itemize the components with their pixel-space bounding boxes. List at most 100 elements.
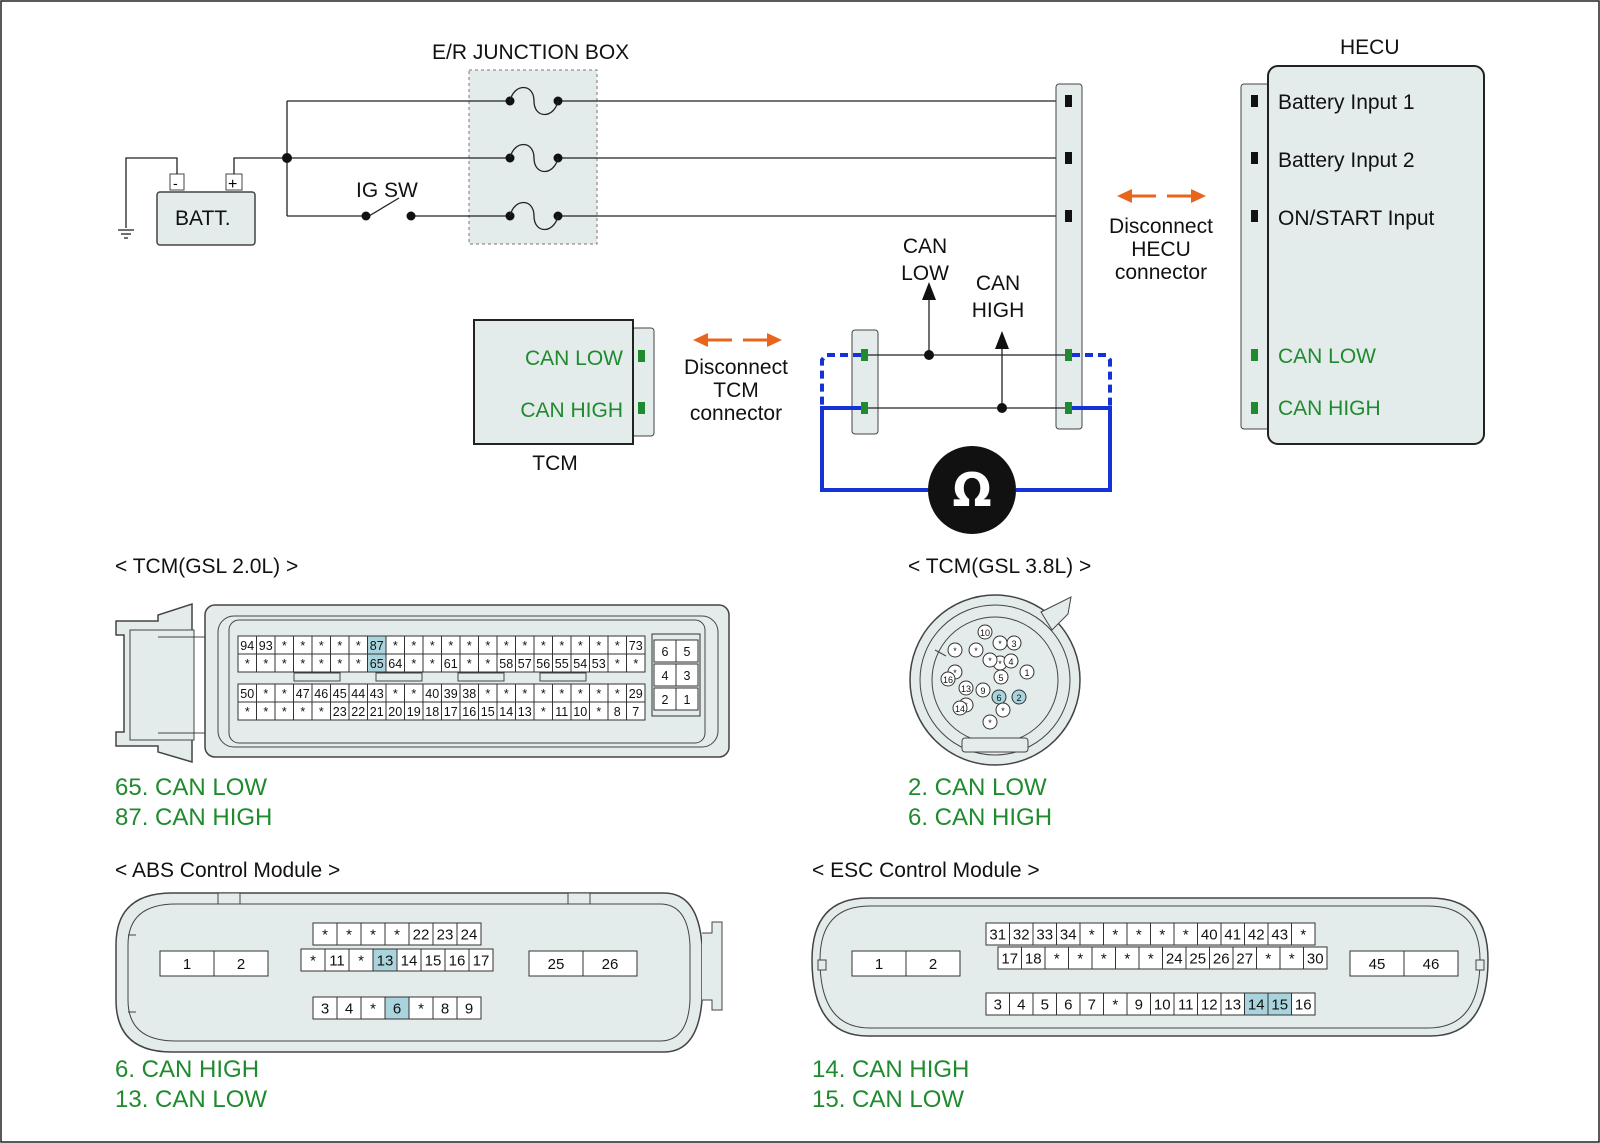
pin-label: * bbox=[522, 687, 527, 701]
pin-label: 17 bbox=[1001, 951, 1018, 968]
pin-label: 14 bbox=[1248, 997, 1265, 1014]
disconnect-hecu-text: connector bbox=[1115, 261, 1207, 284]
pin-label: 58 bbox=[499, 657, 513, 671]
pin-label: 6 bbox=[662, 645, 669, 659]
pin-label: 1 bbox=[875, 956, 883, 973]
pin-label: 43 bbox=[370, 687, 384, 701]
arrow-up-icon bbox=[922, 282, 936, 300]
pin-cell bbox=[1291, 992, 1316, 1016]
pin-label: 32 bbox=[1013, 927, 1030, 944]
esc-title: < ESC Control Module > bbox=[812, 859, 1040, 882]
tcm-pin-marker bbox=[638, 350, 645, 362]
pin-label: * bbox=[263, 705, 268, 719]
esc-caption: 15. CAN LOW bbox=[812, 1086, 964, 1113]
tcm-harness-connector[interactable] bbox=[851, 329, 879, 435]
esc-caption: 14. CAN HIGH bbox=[812, 1056, 969, 1083]
power-wires bbox=[233, 100, 1061, 217]
pin-label: * bbox=[467, 639, 472, 653]
pin-label: 13 bbox=[518, 705, 532, 719]
round-pin-label: 3 bbox=[1011, 639, 1016, 649]
pin-label: 94 bbox=[240, 639, 254, 653]
pin-label: * bbox=[411, 687, 416, 701]
tcm-pin-label: CAN HIGH bbox=[520, 399, 623, 422]
pin-label: 1 bbox=[684, 693, 691, 707]
pin-label: 61 bbox=[444, 657, 458, 671]
hecu-connector[interactable] bbox=[1240, 83, 1270, 430]
pin-label: * bbox=[319, 705, 324, 719]
pin-label: 43 bbox=[1271, 927, 1288, 944]
tcm-connector[interactable] bbox=[631, 327, 655, 437]
pin-cell bbox=[626, 701, 646, 721]
pin-label: * bbox=[615, 639, 620, 653]
pin-cell bbox=[851, 950, 907, 977]
hecu-harness-connector[interactable] bbox=[1055, 83, 1083, 430]
pin-label: 16 bbox=[449, 953, 466, 970]
fuse-icon bbox=[505, 86, 563, 116]
pin-label: * bbox=[370, 1001, 376, 1018]
pin-label: 17 bbox=[444, 705, 458, 719]
pin-label: 2 bbox=[237, 956, 245, 973]
tcm-pin-label: CAN LOW bbox=[525, 347, 623, 370]
pin-label: 9 bbox=[1135, 997, 1143, 1014]
pin-label: 87 bbox=[370, 639, 384, 653]
pin-label: 93 bbox=[259, 639, 273, 653]
pin-label: * bbox=[596, 639, 601, 653]
tcm-pin-marker bbox=[638, 402, 645, 414]
pin-label: 54 bbox=[573, 657, 587, 671]
pin-label: 2 bbox=[662, 693, 669, 707]
pin-label: * bbox=[541, 687, 546, 701]
pin-label: * bbox=[300, 657, 305, 671]
pin-label: * bbox=[504, 639, 509, 653]
arrow-up-icon bbox=[995, 331, 1009, 349]
tcm-harness-pin bbox=[861, 349, 868, 361]
pin-label: * bbox=[1183, 927, 1189, 944]
pin-label: * bbox=[263, 657, 268, 671]
round-pin bbox=[993, 669, 1009, 685]
pin-label: * bbox=[394, 927, 400, 944]
tcm-module bbox=[473, 319, 634, 445]
ground-icon bbox=[118, 157, 178, 239]
pin-label: 13 bbox=[1224, 997, 1241, 1014]
round-pin bbox=[952, 700, 968, 716]
pin-label: * bbox=[393, 687, 398, 701]
abs-caption: 6. CAN HIGH bbox=[115, 1056, 259, 1083]
pin-label: 21 bbox=[370, 705, 384, 719]
pin-label: 8 bbox=[441, 1001, 449, 1018]
pin-label: 10 bbox=[573, 705, 587, 719]
pin-label: 42 bbox=[1248, 927, 1265, 944]
pin-label: * bbox=[322, 927, 328, 944]
can-low-probe-label: CAN bbox=[903, 235, 947, 258]
pin-label: * bbox=[596, 705, 601, 719]
pin-label: * bbox=[1289, 951, 1295, 968]
abs-caption: 13. CAN LOW bbox=[115, 1086, 267, 1113]
splice-dot bbox=[282, 153, 292, 163]
pin-label: 5 bbox=[1041, 997, 1049, 1014]
pin-label: * bbox=[467, 657, 472, 671]
pin-cell bbox=[582, 950, 638, 977]
junction-box-label: E/R JUNCTION BOX bbox=[432, 41, 629, 64]
pin-label: * bbox=[633, 657, 638, 671]
pin-label: 22 bbox=[351, 705, 365, 719]
pin-label: * bbox=[282, 639, 287, 653]
abs-title: < ABS Control Module > bbox=[115, 859, 340, 882]
pin-label: 30 bbox=[1307, 951, 1324, 968]
tcm-20-title: < TCM(GSL 2.0L) > bbox=[115, 555, 298, 578]
switch-contact bbox=[361, 211, 371, 221]
pin-label: * bbox=[319, 657, 324, 671]
pin-label: * bbox=[1159, 927, 1165, 944]
disconnect-hecu-text: Disconnect bbox=[1109, 215, 1213, 238]
pin-label: 16 bbox=[1295, 997, 1312, 1014]
pin-cell bbox=[626, 653, 646, 673]
pin-label: * bbox=[522, 639, 527, 653]
pin-label: 15 bbox=[481, 705, 495, 719]
splice-dot bbox=[997, 403, 1007, 413]
ohmmeter-icon bbox=[928, 446, 1016, 534]
tcm-20-caption: 65. CAN LOW bbox=[115, 774, 267, 801]
hecu-title: HECU bbox=[1340, 36, 1400, 59]
round-pin bbox=[995, 702, 1011, 718]
pin-label: 23 bbox=[333, 705, 347, 719]
pin-cell bbox=[905, 950, 961, 977]
double-arrow-icon bbox=[693, 333, 782, 347]
